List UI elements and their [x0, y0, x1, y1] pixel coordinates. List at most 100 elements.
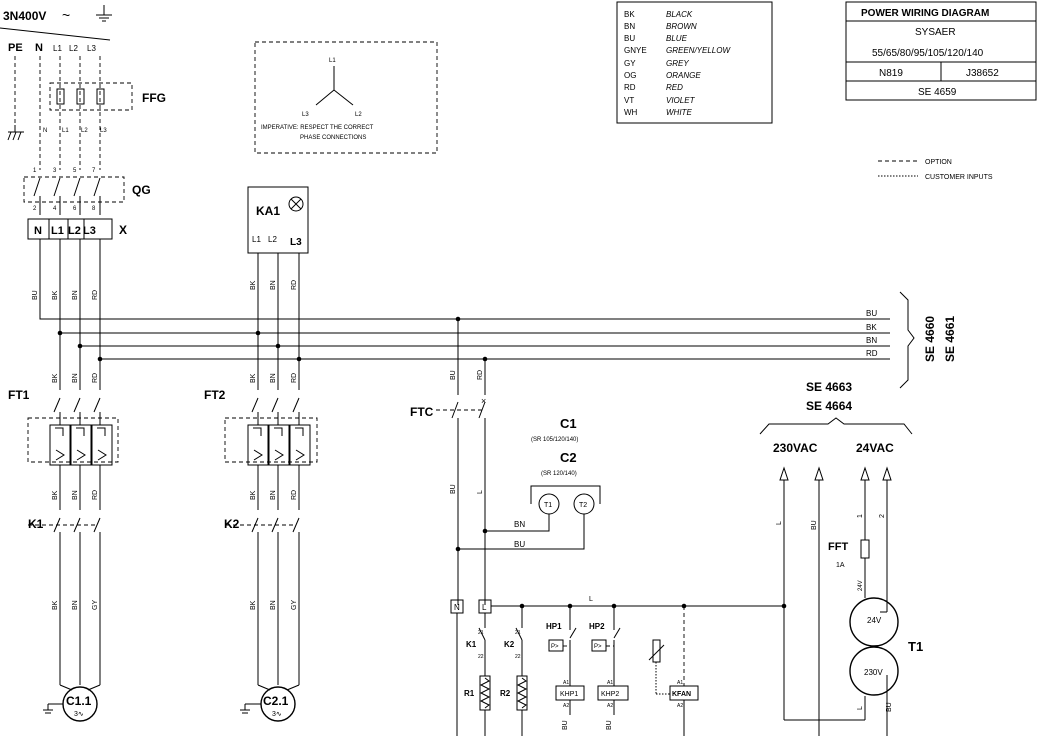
- ft1-out-bn: BN: [72, 490, 79, 500]
- wire-x-bu: BU: [32, 290, 39, 300]
- hp2-label: HP2: [589, 622, 605, 631]
- control-n-label: N: [454, 603, 460, 612]
- x-l1: L1: [51, 225, 64, 237]
- khp2-coil: [597, 685, 629, 701]
- qg-contacts: [33, 177, 101, 215]
- ft2-in-bk: BK: [250, 373, 257, 383]
- qg-label: QG: [132, 183, 151, 197]
- k1-22: 22: [478, 654, 484, 660]
- bus-brace: [899, 291, 915, 389]
- small-l2: L2: [81, 128, 88, 134]
- hp1-label: HP1: [546, 622, 562, 631]
- ka1-label: KA1: [256, 204, 280, 218]
- wire-x-bk: BK: [52, 290, 59, 300]
- k1-21: 21: [478, 630, 484, 636]
- wire-ka1-bk: BK: [250, 280, 257, 290]
- r1-label: R1: [464, 689, 475, 698]
- ft2-label: FT2: [204, 388, 226, 402]
- svg-text:BLUE: BLUE: [666, 34, 688, 43]
- x-l3: L3: [83, 225, 96, 237]
- t1-sec-2: 2: [879, 514, 886, 518]
- svg-text:GY: GY: [624, 59, 636, 68]
- ffg-box: [49, 82, 133, 111]
- hp1-sensor: [548, 639, 564, 652]
- thermostat-icon: [648, 639, 665, 663]
- t1-sec-label: 24V: [867, 616, 882, 625]
- t1-label: T1: [908, 639, 923, 654]
- qg-box: [23, 176, 125, 203]
- svg-text:VIOLET: VIOLET: [666, 96, 696, 105]
- motor-c2-1-phase: 3∿: [272, 711, 282, 718]
- kfan-a1: A1: [677, 680, 683, 686]
- svg-text:RD: RD: [624, 83, 636, 92]
- title-block-models: 55/65/80/95/105/120/140: [872, 48, 984, 59]
- ft2-in-bn: BN: [270, 373, 277, 383]
- qg-n5: 5: [73, 168, 77, 174]
- t1-in-l: L: [776, 521, 783, 525]
- ftc-circuit: [436, 319, 585, 605]
- m2-gy: GY: [291, 600, 298, 610]
- se-ref-a: SE 4663: [806, 380, 852, 394]
- title-block-title: POWER WIRING DIAGRAM: [861, 8, 989, 19]
- svg-text:WHITE: WHITE: [666, 108, 692, 117]
- v230-label: 230VAC: [773, 441, 818, 455]
- k1-aux-label: K1: [466, 640, 477, 649]
- ft1-out-rd: RD: [92, 490, 99, 500]
- bus-ref-2: SE 4661: [943, 316, 957, 362]
- ka1-l3: L3: [290, 237, 302, 248]
- heater-bn: BN: [514, 520, 525, 529]
- x-n: N: [34, 225, 42, 237]
- heater-t2: [573, 493, 595, 515]
- hp2-p: P>: [594, 644, 602, 650]
- color-legend-box: [616, 1, 773, 124]
- motor-c2-1-label: C2.1: [263, 694, 289, 708]
- fft-rating: 1A: [836, 562, 845, 569]
- svg-text:BLACK: BLACK: [666, 10, 693, 19]
- ac-symbol: ~: [62, 7, 70, 23]
- c1-label: C1: [560, 416, 577, 431]
- svg-text:GREEN/YELLOW: GREEN/YELLOW: [666, 46, 731, 55]
- k2-aux-label: K2: [504, 640, 515, 649]
- khp1-coil: [555, 685, 585, 701]
- ka1-wires: [257, 253, 300, 359]
- t1-pri-label: 230V: [864, 668, 883, 677]
- khp1-label: KHP1: [560, 691, 578, 698]
- khp1-bu: BU: [562, 720, 569, 730]
- svg-text:OG: OG: [624, 71, 636, 80]
- earth-icon-pe: [7, 125, 24, 141]
- t1-pri-bu: BU: [886, 702, 893, 712]
- phase-note-2: PHASE CONNECTIONS: [300, 135, 366, 141]
- n-label: N: [35, 42, 43, 54]
- ft2-out-bn: BN: [270, 490, 277, 500]
- fan1-circuit: [27, 333, 119, 691]
- fuse-1: [56, 88, 65, 105]
- earth-icon-m2: [240, 703, 261, 714]
- phase-note-box: [254, 41, 438, 154]
- x-l2: L2: [68, 225, 81, 237]
- title-block-product: SYSAER: [915, 27, 956, 38]
- m1-bk: BK: [52, 600, 59, 610]
- title-block: [845, 1, 1037, 101]
- ft1-in-bn: BN: [72, 373, 79, 383]
- svg-text:RED: RED: [666, 83, 683, 92]
- ftc-dots: [455, 528, 488, 552]
- c2-label: C2: [560, 450, 577, 465]
- l2-top: L2: [69, 44, 78, 53]
- khp2-a1: A1: [607, 680, 613, 686]
- supply-voltage: 3N400V: [3, 9, 46, 23]
- ft1-in-rd: RD: [92, 373, 99, 383]
- t1-pri-l: L: [857, 706, 864, 710]
- small-n: N: [43, 128, 47, 134]
- phase-l3: L3: [302, 112, 309, 118]
- title-block-code1: N819: [879, 68, 903, 79]
- motor-c1-1-label: C1.1: [66, 694, 92, 708]
- ftc-rd: RD: [477, 370, 484, 380]
- svg-text:GREY: GREY: [666, 59, 689, 68]
- x-to-bus-wires: [39, 239, 890, 359]
- option-label: OPTION: [925, 159, 952, 166]
- qg-n4: 4: [53, 206, 57, 212]
- ft2-out-bk: BK: [250, 490, 257, 500]
- pe-label: PE: [8, 42, 23, 54]
